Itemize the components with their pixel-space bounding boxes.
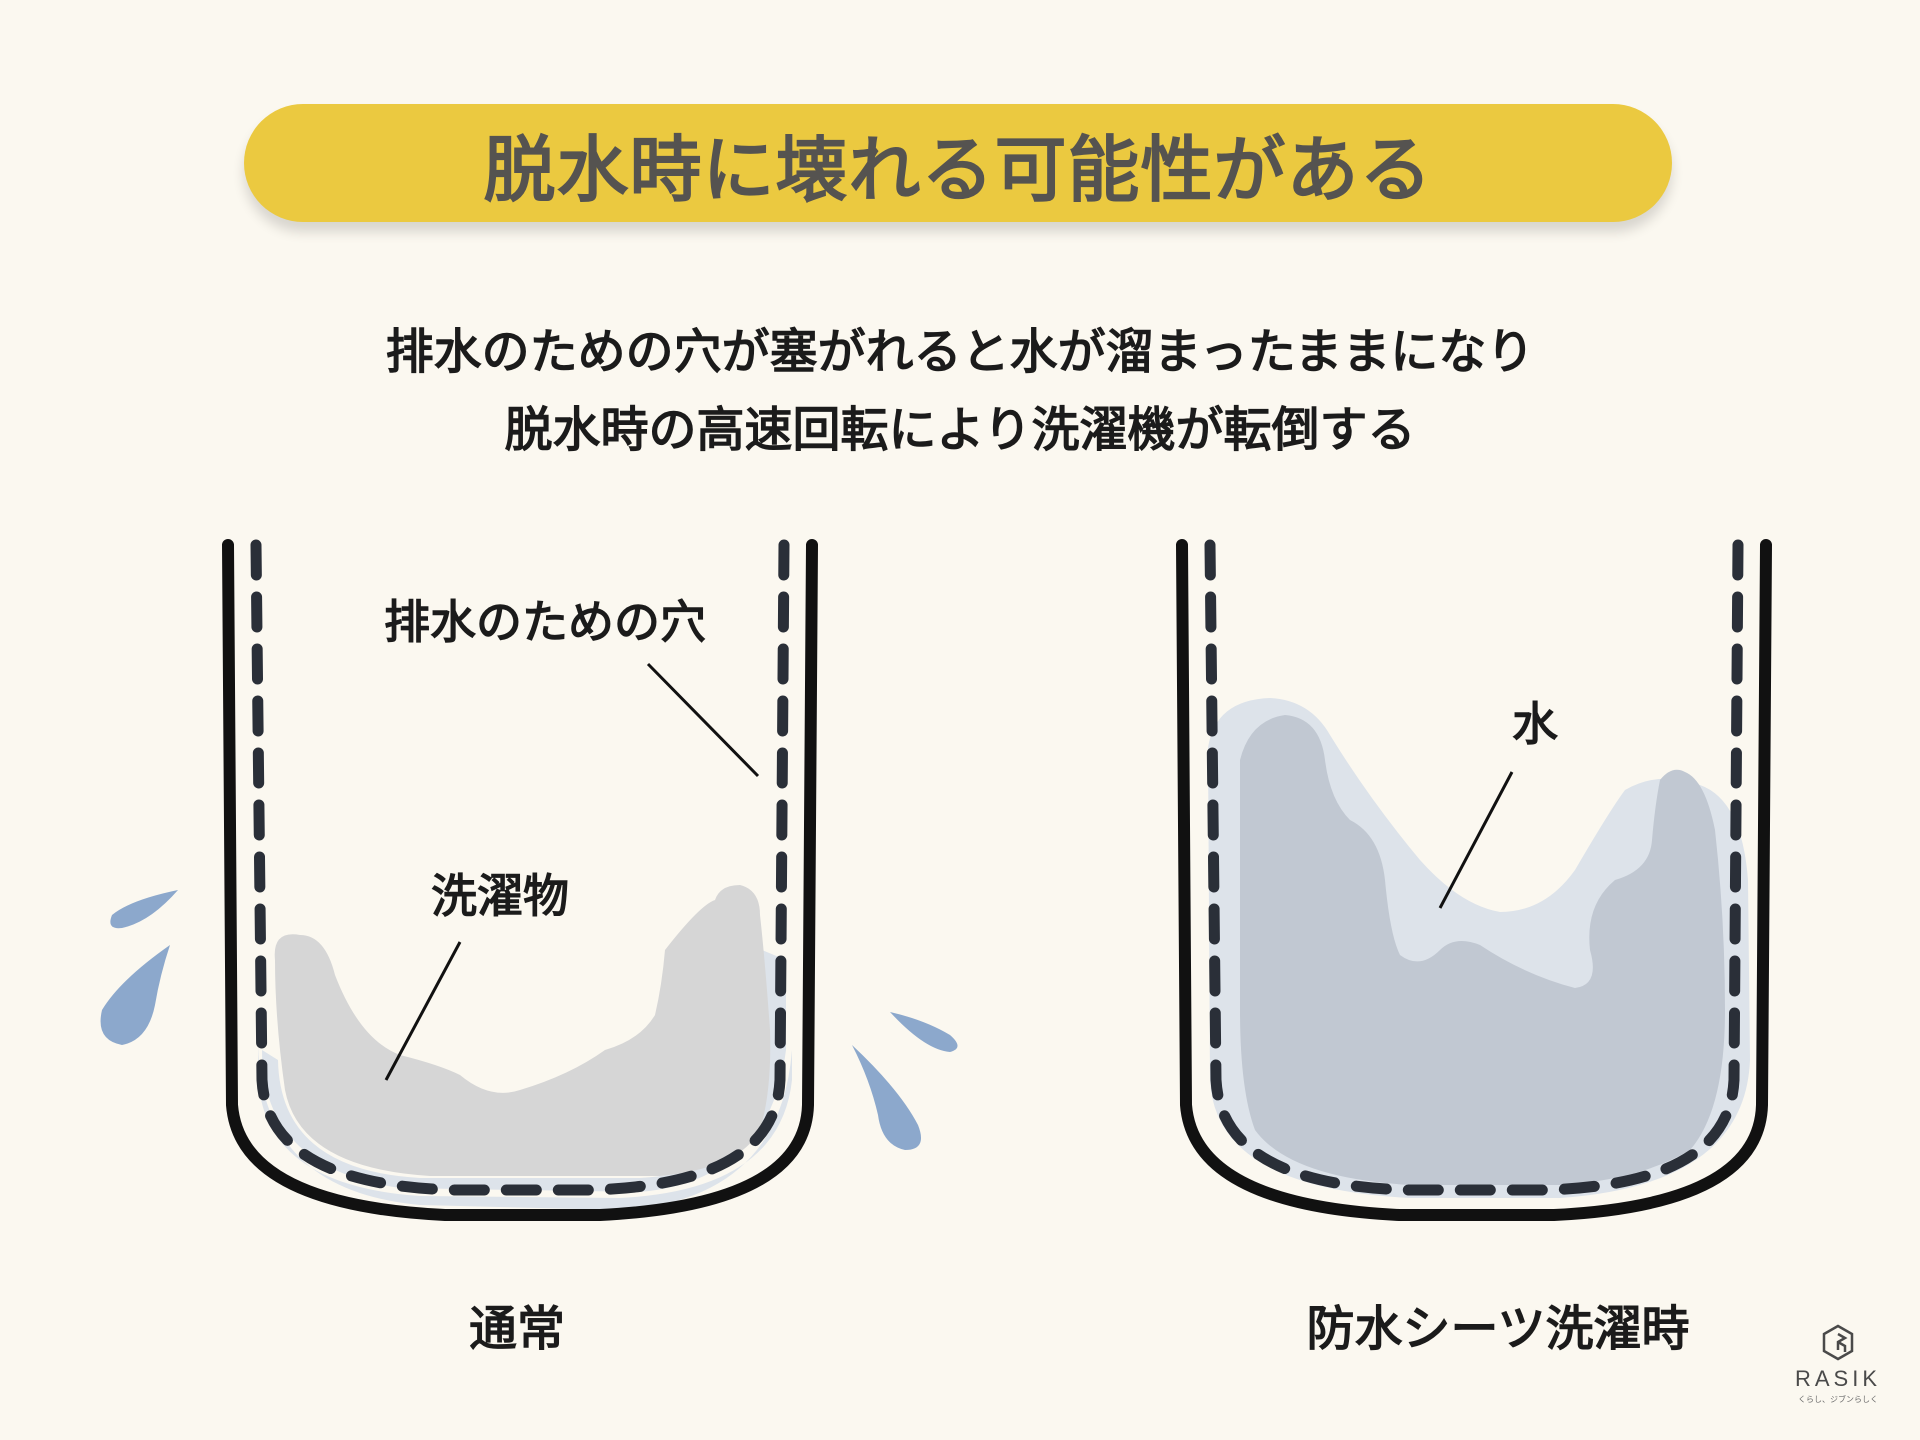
title-banner: 脱水時に壊れる可能性がある: [244, 104, 1672, 222]
right-panel: 水 防水シーツ洗濯時: [1176, 539, 1772, 1357]
page-title: 脱水時に壊れる可能性がある: [483, 127, 1433, 212]
caption-normal: 通常: [469, 1301, 565, 1357]
right-drum-holes: [1204, 539, 1744, 1196]
label-drain-holes: 排水のための穴: [384, 595, 706, 649]
leader-line-holes: [646, 662, 760, 778]
droplet-icon: [100, 945, 170, 1045]
leader-line-laundry: [384, 941, 462, 1081]
logo-name: RASIK: [1794, 1366, 1882, 1391]
brand-logo: RASIK くらし、ジブンらしく: [1788, 1324, 1888, 1424]
description-line-1: 排水のための穴が塞がれると水が溜まったままになり: [385, 324, 1535, 380]
left-panel: 排水のための穴 洗濯物 通常: [100, 539, 958, 1357]
label-laundry: 洗濯物: [431, 869, 569, 923]
label-water: 水: [1512, 697, 1559, 751]
left-drum-outline: [222, 539, 818, 1221]
rasik-logo-icon: [1822, 1324, 1854, 1361]
droplet-icon: [852, 1045, 922, 1150]
description-line-2: 脱水時の高速回転により洗濯機が転倒する: [504, 402, 1416, 458]
right-drum-outline: [1176, 539, 1772, 1221]
water-deep-area: [1240, 715, 1725, 1185]
caption-waterproof-sheet: 防水シーツ洗濯時: [1306, 1301, 1689, 1357]
laundry: [274, 885, 771, 1176]
droplet-icon: [110, 890, 178, 929]
leader-line-water: [1438, 771, 1514, 909]
logo-tagline: くらし、ジブンらしく: [1798, 1395, 1878, 1404]
droplet-icon: [890, 1012, 958, 1052]
left-drum-holes: [250, 539, 790, 1196]
